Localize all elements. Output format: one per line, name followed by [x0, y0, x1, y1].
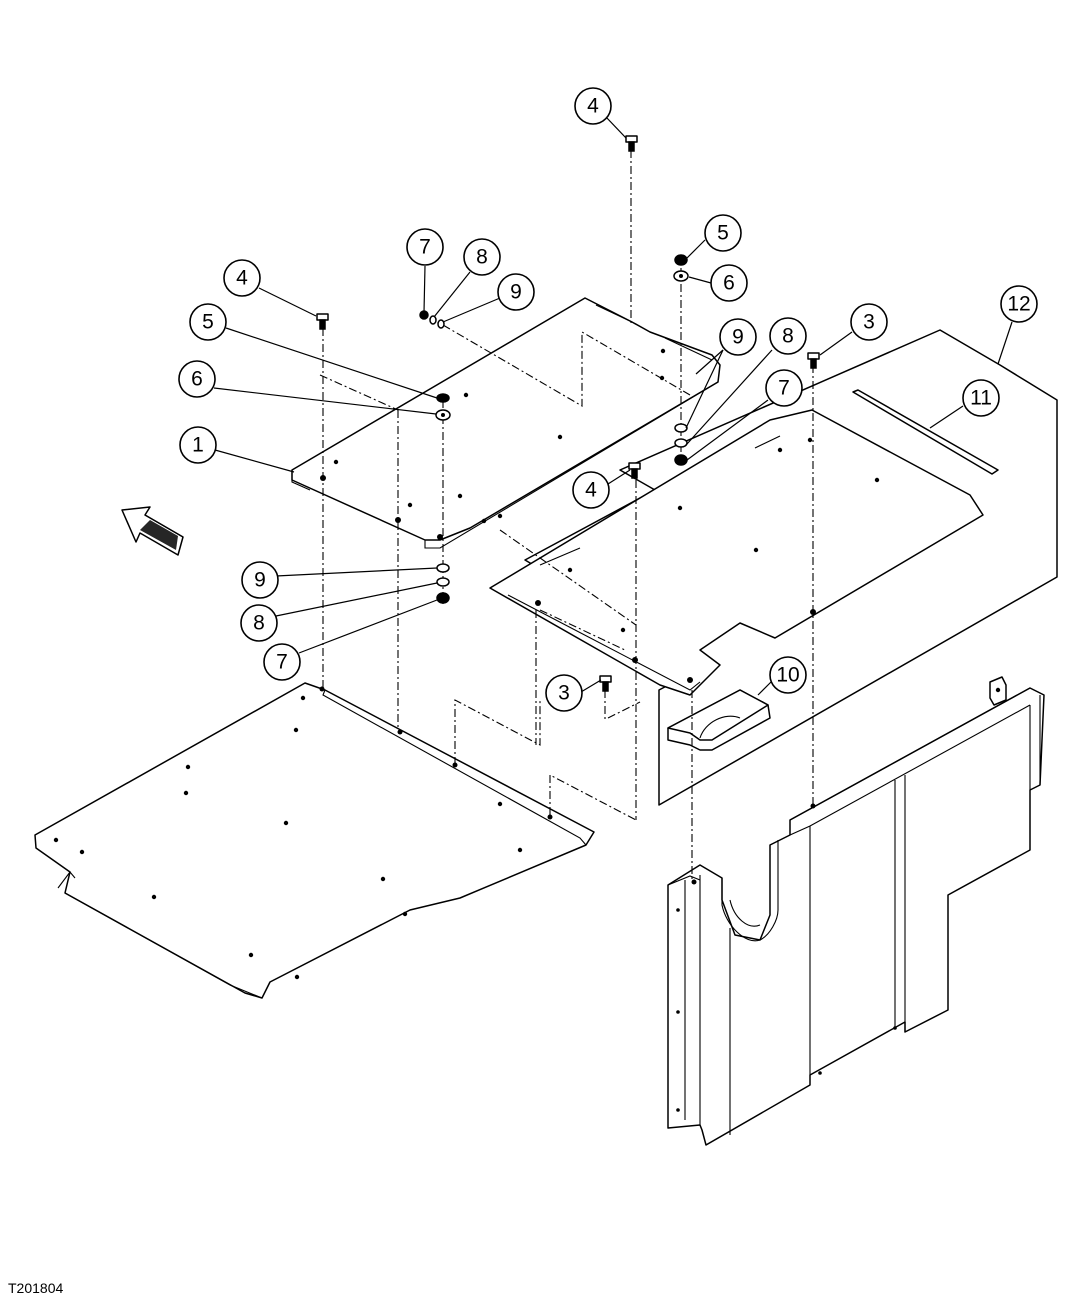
part-10-block — [667, 689, 771, 751]
svg-text:3: 3 — [863, 311, 875, 334]
svg-text:5: 5 — [717, 222, 729, 245]
callout-9-right: 9 — [719, 318, 757, 356]
callout-6-left: 6 — [178, 360, 216, 398]
svg-text:10: 10 — [776, 664, 799, 687]
svg-text:8: 8 — [782, 325, 794, 348]
callout-7-top: 7 — [406, 228, 444, 266]
bolt-3-right — [807, 352, 820, 369]
callout-7-right: 7 — [765, 369, 803, 407]
svg-text:9: 9 — [732, 326, 744, 349]
svg-text:9: 9 — [254, 569, 266, 592]
callout-8-top: 8 — [463, 238, 501, 276]
bolt-4-center — [628, 462, 641, 479]
figure-id-label: T201804 — [8, 1280, 64, 1296]
callout-7-left: 7 — [263, 643, 301, 681]
leader-lines — [213, 116, 1013, 696]
callout-3-lower: 3 — [545, 674, 583, 712]
svg-text:8: 8 — [476, 246, 488, 269]
svg-text:1: 1 — [192, 434, 204, 457]
bolt-4-top — [625, 135, 638, 152]
bottom-floor-plate — [34, 682, 595, 999]
svg-text:11: 11 — [970, 387, 992, 410]
svg-text:6: 6 — [723, 272, 735, 295]
bolt-4-left — [316, 313, 329, 330]
callout-9-left: 9 — [241, 561, 279, 599]
svg-text:6: 6 — [191, 368, 203, 391]
svg-text:3: 3 — [558, 682, 570, 705]
part-1-plate — [291, 297, 721, 549]
callout-1: 1 — [179, 426, 217, 464]
callout-4-left: 4 — [223, 259, 261, 297]
callout-4-center: 4 — [572, 471, 610, 509]
center-floor-plate — [481, 409, 984, 696]
part-11-strip — [852, 389, 999, 475]
callout-5-left: 5 — [189, 303, 227, 341]
svg-text:9: 9 — [510, 281, 522, 304]
callout-12: 12 — [1000, 285, 1038, 323]
svg-text:4: 4 — [585, 479, 597, 502]
callout-8-right: 8 — [769, 317, 807, 355]
svg-text:7: 7 — [778, 377, 790, 400]
side-panel-assembly — [667, 676, 1045, 1146]
callout-8-left: 8 — [240, 604, 278, 642]
svg-text:4: 4 — [587, 95, 599, 118]
callout-10: 10 — [769, 656, 807, 694]
svg-text:4: 4 — [236, 267, 248, 290]
callout-3-right: 3 — [850, 303, 888, 341]
svg-text:7: 7 — [276, 651, 288, 674]
svg-text:5: 5 — [202, 311, 214, 334]
svg-text:12: 12 — [1007, 293, 1030, 316]
fasteners — [316, 135, 820, 692]
callout-4-top: 4 — [574, 87, 612, 125]
svg-text:8: 8 — [253, 612, 265, 635]
callout-5-right: 5 — [704, 214, 742, 252]
svg-text:7: 7 — [419, 236, 431, 259]
callout-11: 11 — [962, 379, 1000, 417]
callout-6-right: 6 — [710, 264, 748, 302]
callout-9-top: 9 — [497, 273, 535, 311]
bolt-3-lower — [599, 675, 612, 692]
